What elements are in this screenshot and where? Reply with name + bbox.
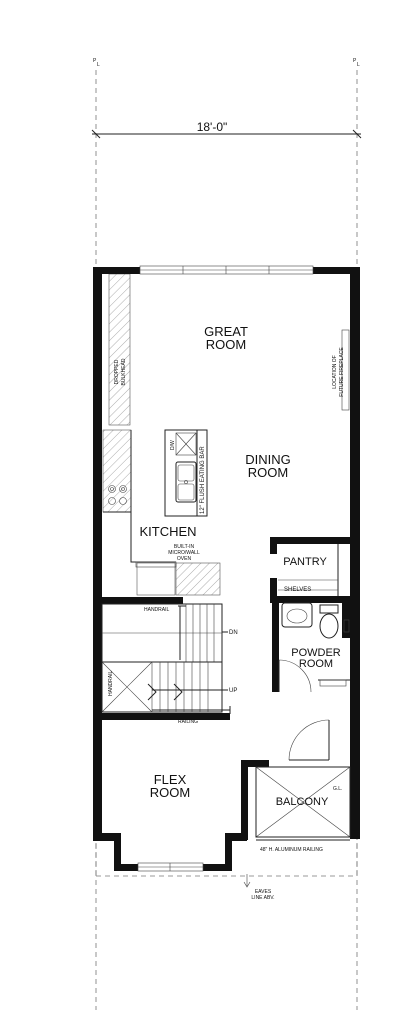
width-dimension: 18'-0" (91, 120, 362, 139)
fireplace-marker (341, 329, 350, 411)
fireplace-note: LOCATION OF FUTURE FIREPLACE (332, 347, 345, 397)
powder-room-label-line2: ROOM (299, 658, 333, 670)
flex-room-label-line2: ROOM (150, 785, 190, 800)
aluminum-railing-note: 48" H. ALUMINUM RAILING (260, 847, 323, 853)
kitchen-island (164, 429, 208, 517)
eating-bar-note: 12" FLUSH EATING BAR (200, 446, 206, 514)
glass-line-note: G.L. (333, 786, 342, 792)
great-room-label-line1: GREAT (204, 324, 248, 339)
dishwasher-note: D/W (170, 440, 176, 450)
fireplace-note-line2: FUTURE FIREPLACE (339, 347, 345, 397)
bulkhead-note: DROPPED BULKHEAD (114, 358, 127, 385)
width-dimension-label: 18'-0" (197, 120, 228, 134)
eaves (95, 843, 358, 888)
stairs-down-note: DN (229, 630, 238, 636)
oven-note-line3: OVEN (177, 556, 192, 562)
handrail-top-note: HANDRAIL (144, 607, 170, 613)
pantry-shelves (278, 579, 338, 591)
property-mark-left: P (93, 58, 97, 64)
oven-note-line1: BUILT-IN (174, 544, 195, 550)
handrail-side-note: HANDRAIL (108, 670, 114, 696)
doors (278, 659, 330, 761)
hatched-areas (102, 273, 221, 596)
fireplace-note-line1: LOCATION OF (332, 355, 338, 389)
oven-note-line2: MICRO/WALL (168, 550, 200, 556)
exterior-walls (93, 267, 360, 871)
eaves-note-line1: EAVES (255, 889, 272, 895)
bulkhead-note-line2: BULKHEAD (121, 358, 127, 385)
stairs (101, 603, 231, 714)
property-mark-right-sub: L (357, 62, 360, 68)
stairs-up-note: UP (229, 688, 237, 694)
shelves-note: SHELVES (284, 587, 311, 593)
powder-room-label-line1: POWDER (291, 647, 341, 659)
railing-note: RAILING (178, 719, 198, 725)
balcony (255, 766, 351, 841)
property-mark-left-sub: L (97, 62, 100, 68)
kitchen-label: KITCHEN (139, 524, 196, 539)
dining-room-label-line2: ROOM (248, 465, 288, 480)
flex-room-label-line1: FLEX (154, 772, 187, 787)
great-room-label-line2: ROOM (206, 337, 246, 352)
powder-fixtures (281, 602, 350, 687)
pantry-label: PANTRY (283, 556, 327, 568)
dining-room-label-line1: DINING (245, 452, 291, 467)
bulkhead-note-line1: DROPPED (114, 359, 120, 384)
eaves-note-line2: LINE ABV. (251, 895, 274, 901)
balcony-label: BALCONY (276, 796, 329, 808)
property-mark-right: P (353, 58, 357, 64)
kitchen-fixtures (103, 430, 177, 568)
windows (137, 265, 314, 872)
